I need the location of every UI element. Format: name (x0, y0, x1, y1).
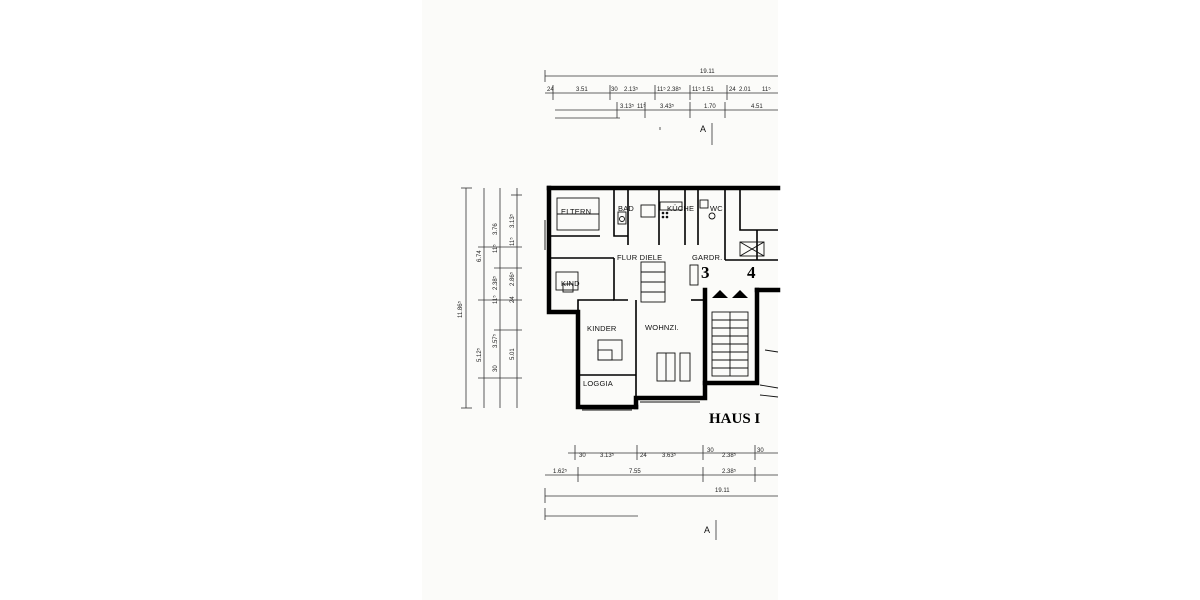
top-dim-i: 24 (729, 87, 736, 93)
unit-number-3: 3 (701, 263, 710, 282)
bottom-total-dim: 19.11 (715, 488, 730, 494)
bottom-dim2-c: 2.38⁵ (722, 468, 737, 475)
section-marker-bottom: A (704, 525, 710, 535)
bottom-dim-e: 30 (707, 448, 714, 454)
left-dim-l: 24 (510, 296, 516, 303)
bottom-dimension-lines: 30 3.13⁵ 24 3.63⁵ 30 2.38⁵ 30 1.62⁵ 7.55… (544, 445, 778, 540)
bottom-dim-c: 24 (640, 453, 647, 459)
top-dim2-e: 4.51 (751, 104, 763, 110)
left-dim-i: 3.13⁵ (509, 213, 516, 228)
walls (544, 185, 781, 411)
room-label-kind: KIND (561, 279, 580, 288)
bottom-dim-f: 2.38⁵ (722, 452, 737, 459)
left-dim-h: 30 (493, 365, 499, 372)
room-label-gardr: GARDR. (692, 253, 722, 262)
bottom-dim-b: 3.13⁵ (600, 452, 615, 459)
room-label-flur-diele: FLUR DIELE (617, 253, 662, 262)
room-label-eltern: ELTERN (561, 207, 591, 216)
left-dim-m: 5.01 (510, 348, 516, 360)
top-dim2-b: 11⁵ (637, 103, 646, 110)
top-dim-a: 24 (547, 87, 554, 93)
left-dim-f: 11⁵ (492, 295, 499, 304)
room-label-loggia: LOGGIA (583, 379, 613, 388)
bottom-dim-d: 3.63⁵ (662, 452, 677, 459)
room-label-kinder: KINDER (587, 324, 617, 333)
furniture (555, 197, 765, 382)
top-dimension-lines: 19.11 24 3.51 30 2.13⁵ 11⁵ 2.38⁵ 11⁵ 1.5… (544, 69, 778, 145)
left-dim-d: 11⁵ (492, 244, 499, 253)
left-dim-k: 2.86⁵ (509, 271, 516, 286)
top-dim-b: 3.51 (576, 87, 588, 93)
top-dim2-d: 1.70 (704, 104, 716, 110)
top-dim-e: 11⁵ (657, 86, 666, 93)
top-total-dim: 19.11 (700, 69, 715, 75)
left-dimension-lines: 11.86⁵ 6.74 5.12⁵ 3.76 11⁵ 2.38⁵ 11⁵ 3.5… (457, 187, 522, 409)
room-label-kueche: KÜCHE (667, 204, 694, 213)
left-dim-g: 3.57⁵ (492, 333, 499, 348)
unit-number-4: 4 (747, 263, 756, 282)
top-dim-c: 30 (611, 87, 618, 93)
top-dim-h: 1.51 (702, 87, 714, 93)
left-dim-c: 3.76 (493, 223, 499, 235)
room-label-wc: WC (710, 204, 723, 213)
bottom-dim2-b: 7.55 (629, 469, 641, 475)
top-dim-k: 11⁵ (762, 86, 771, 93)
top-dim-g: 11⁵ (692, 86, 701, 93)
left-dim-e: 2.38⁵ (492, 275, 499, 290)
room-label-wohnzi: WOHNZI. (645, 323, 679, 332)
top-dim-f: 2.38⁵ (667, 86, 682, 93)
bottom-dim-g: 30 (757, 448, 764, 454)
room-labels: ELTERN BAD KÜCHE WC FLUR DIELE GARDR. KI… (561, 204, 760, 427)
left-dim-b: 5.12⁵ (476, 347, 483, 362)
bottom-dim2-a: 1.62⁵ (553, 468, 568, 475)
top-dim-d: 2.13⁵ (624, 86, 639, 93)
top-dim2-a: 3.13⁵ (620, 103, 635, 110)
bottom-dim-a: 30 (579, 453, 586, 459)
haus-label: HAUS I (709, 411, 760, 427)
left-dim-j: 11⁵ (509, 237, 516, 246)
top-dim-j: 2.01 (739, 87, 751, 93)
left-dim-total: 11.86⁵ (457, 300, 464, 318)
left-dim-a: 6.74 (477, 250, 483, 262)
top-dim2-c: 3.43⁵ (660, 103, 675, 110)
section-marker-top: A (700, 124, 706, 134)
room-label-bad: BAD (618, 204, 634, 213)
